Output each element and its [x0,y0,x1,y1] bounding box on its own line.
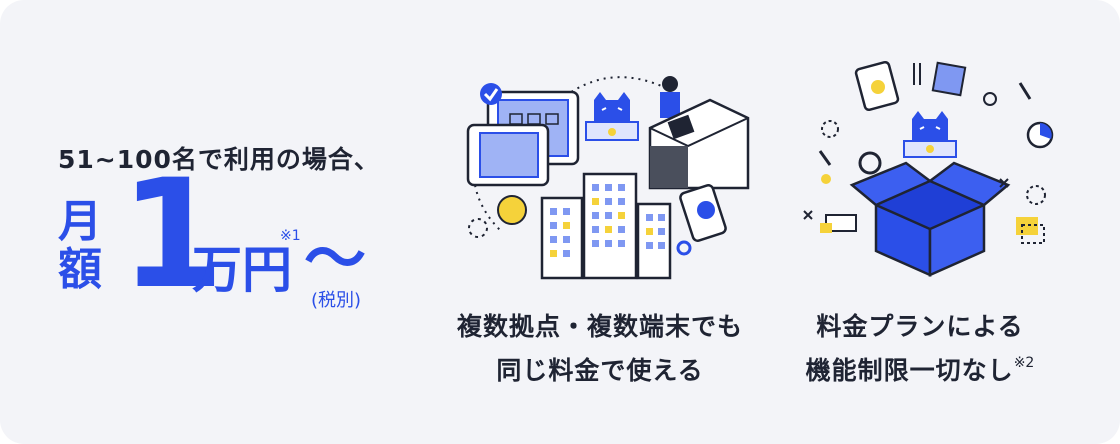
price-footnote: ※1 [280,228,301,244]
price-tilde: 〜 [304,222,367,295]
feature-2-footnote: ※2 [1013,355,1035,371]
tax-note: (税別) [311,290,362,311]
feature-2-line2-row: 機能制限一切なし※2 [770,349,1070,397]
price-unit: 万円 [192,241,292,299]
lead-text: 51~100名で利用の場合、 [58,145,380,174]
feature-no-restrictions: 料金プランによる 機能制限一切なし※2 [770,305,1070,397]
monthly-label: 月額 [58,196,102,295]
feature-multi-site: 複数拠点・複数端末でも 同じ料金で使える [440,305,760,393]
pricing-section: 51~100名で利用の場合、 月額 1 万円 〜 ※1 (税別) [58,140,418,311]
multi-site-illustration [466,76,750,280]
feature-2-line2: 機能制限一切なし [805,356,1014,385]
feature-1-line1: 複数拠点・複数端末でも [456,312,743,341]
feature-1-line2: 同じ料金で使える [496,356,704,385]
price-amount: 1 [120,148,224,322]
all-features-illustration [803,60,1054,277]
feature-2-line1: 料金プランによる [816,312,1024,341]
price-block: 月額 1 万円 〜 ※1 (税別) [58,160,418,318]
